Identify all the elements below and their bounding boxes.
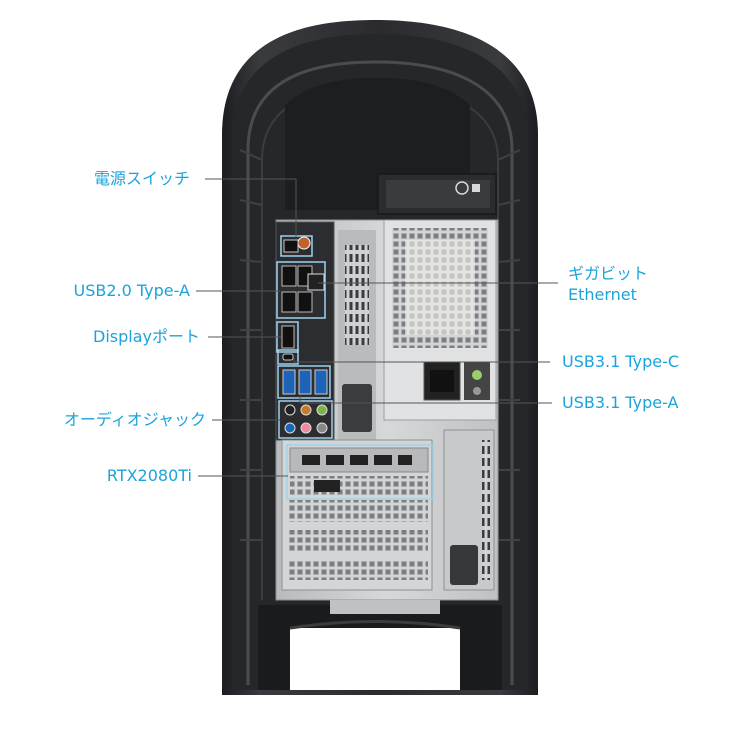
io-ports xyxy=(281,236,328,434)
label-usb31-type-c: USB3.1 Type-C xyxy=(562,352,680,371)
highlight-boxes xyxy=(276,235,434,500)
label-usb20-type-a: USB2.0 Type-A xyxy=(73,281,191,300)
top-bracket xyxy=(377,173,497,215)
label-power-switch: 電源スイッチ xyxy=(93,169,190,188)
label-audio-jack: オーディオジャック xyxy=(63,410,206,429)
label-gigabit-ethernet-line2: Ethernet xyxy=(568,285,637,304)
gpu-bracket xyxy=(289,447,429,496)
label-gigabit-ethernet: ギガビット Ethernet xyxy=(568,263,648,305)
label-displayport: Displayポート xyxy=(93,327,200,346)
leader-lines xyxy=(196,178,558,477)
label-rtx2080ti: RTX2080Ti xyxy=(106,466,192,485)
label-usb31-type-a: USB3.1 Type-A xyxy=(562,393,679,412)
label-gigabit-ethernet-line1: ギガビット xyxy=(568,264,649,283)
